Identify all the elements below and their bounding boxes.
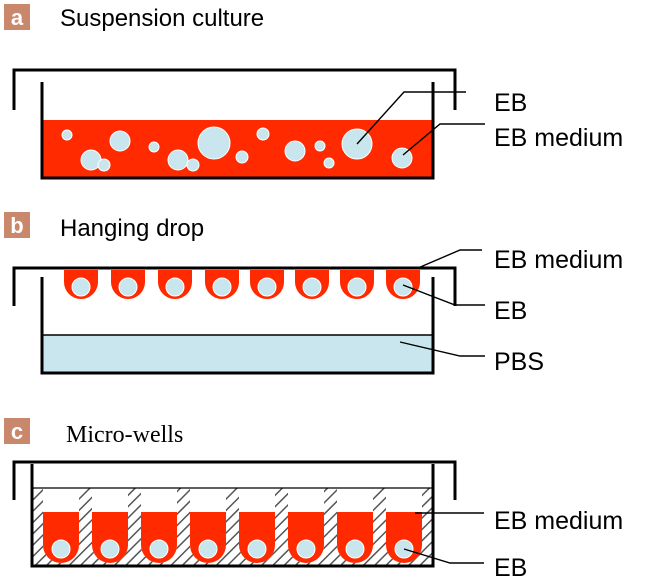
embryoid-body [323, 157, 335, 169]
label-eb-medium: EB medium [494, 246, 623, 274]
embryoid-body [61, 129, 73, 141]
culture-dish [40, 277, 435, 375]
embryoid-body [198, 539, 218, 559]
label-eb: EB [494, 554, 527, 582]
embryoid-body [314, 140, 326, 152]
embryoid-body [186, 158, 200, 172]
eb-leader [356, 91, 466, 145]
label-eb-medium: EB medium [494, 124, 623, 152]
embryoid-body [296, 539, 316, 559]
embryoid-body [109, 130, 131, 152]
panel-c-badge [4, 418, 30, 444]
embryoid-bodies [51, 539, 414, 559]
eb-medium-leader [402, 123, 485, 156]
embryoid-body [197, 126, 231, 160]
eb-medium-leader [417, 249, 482, 269]
embryoid-body [165, 277, 185, 297]
embryoid-body [256, 127, 270, 141]
dish-lid [12, 68, 457, 110]
label-eb: EB [494, 297, 527, 325]
panel-b-badge [4, 212, 30, 238]
embryoid-body [302, 277, 322, 297]
panel-a-badge-letter: a [11, 5, 24, 30]
embryoid-body [71, 277, 91, 297]
culture-dish [30, 464, 435, 568]
embryoid-body [148, 141, 160, 153]
dish-lid [12, 266, 457, 306]
embryoid-body [235, 150, 249, 164]
label-pbs: PBS [494, 348, 544, 376]
embryoid-body [167, 149, 189, 171]
panel-c-badge-letter: c [11, 419, 23, 444]
label-eb: EB [494, 89, 527, 117]
embryoid-body [100, 539, 120, 559]
panel-a-title: Suspension culture [60, 5, 264, 32]
embryoid-body [393, 277, 413, 297]
panel-a: a Suspension culture EB EB medium [4, 4, 623, 180]
hanging-drops [64, 270, 420, 299]
eb-leader [403, 548, 484, 564]
embryoid-body [257, 277, 277, 297]
embryoid-body [347, 277, 367, 297]
pbs-leader [399, 341, 485, 357]
panel-c: c Micro-wells [4, 418, 623, 582]
pbs-fill [42, 335, 433, 373]
embryoid-body [149, 539, 169, 559]
embryoid-body [118, 277, 138, 297]
panel-c-title: Micro-wells [66, 422, 183, 448]
dish-lid [12, 460, 457, 500]
embryoid-body [391, 147, 413, 169]
panel-b-badge-letter: b [10, 213, 23, 238]
embryoid-body [284, 140, 306, 162]
panel-a-badge [4, 4, 30, 30]
embryoid-body [212, 277, 232, 297]
eb-leader [402, 284, 485, 306]
embryoid-bodies [71, 277, 413, 297]
embryoid-body [247, 539, 267, 559]
embryoid-body [345, 539, 365, 559]
embryoid-body [97, 158, 111, 172]
panel-b-title: Hanging drop [60, 215, 204, 242]
label-eb-medium: EB medium [494, 507, 623, 535]
panel-b: b Hanging drop [4, 212, 623, 376]
embryoid-body [51, 539, 71, 559]
